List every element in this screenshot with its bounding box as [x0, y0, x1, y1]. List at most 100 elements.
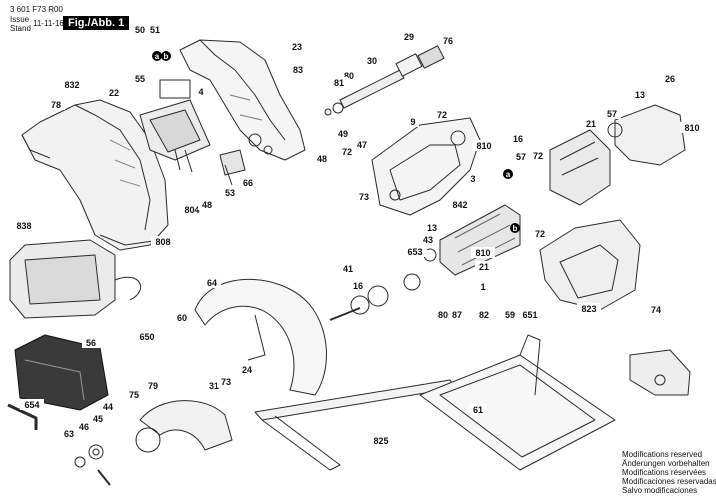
part-callout: 23	[288, 41, 306, 52]
part-callout: 76	[439, 35, 457, 46]
part-callout: 24	[238, 364, 256, 375]
part-callout: 4	[195, 86, 207, 97]
part-callout: 80	[434, 309, 452, 320]
part-callout: 81	[330, 77, 348, 88]
part-number-label: 31	[209, 381, 219, 391]
battery-part	[14, 334, 109, 411]
part-callout: 46	[75, 421, 93, 432]
part-number-label: 63	[64, 429, 74, 439]
part-callout: 45	[89, 413, 107, 424]
part-number-label: 825	[373, 436, 388, 446]
part-number-label: 9	[410, 117, 415, 127]
part-callout: 49	[334, 128, 352, 139]
part-number-label: a	[506, 170, 511, 179]
part-callout: 650	[135, 331, 159, 342]
part-number-label: a	[155, 52, 160, 61]
part-callout: 823	[577, 303, 601, 314]
part-callout: 810	[680, 122, 704, 133]
part-callout: 808	[151, 236, 175, 247]
part-callout: 87	[448, 309, 466, 320]
part-callout: 63	[60, 428, 78, 439]
modifications-line: Salvo modificaciones	[622, 486, 698, 495]
part-callout: a	[152, 51, 162, 61]
bevel-bracket-part	[629, 349, 691, 396]
part-number-label: 57	[516, 152, 526, 162]
part-number-label: 30	[367, 56, 377, 66]
part-callout: 48	[198, 199, 216, 210]
part-callout: 79	[144, 380, 162, 391]
modifications-line: Modificaciones reservadas	[622, 477, 716, 486]
part-callout: b	[161, 51, 171, 61]
part-callout: 31	[205, 380, 223, 391]
charger-part	[9, 239, 142, 319]
part-callout: 74	[647, 304, 665, 315]
part-callout: 64	[203, 277, 221, 288]
part-number-label: 72	[342, 147, 352, 157]
motor-stator-part	[539, 219, 641, 311]
part-number-label: 75	[129, 390, 139, 400]
part-number-label: 46	[79, 422, 89, 432]
part-number-label: 73	[359, 192, 369, 202]
modifications-line: Modifications réservées	[622, 468, 707, 477]
part-number-label: 49	[338, 129, 348, 139]
housing-half-part	[179, 39, 306, 161]
part-callout: 21	[475, 261, 493, 272]
part-number-label: 76	[443, 36, 453, 46]
figure-label: Fig./Abb. 1	[63, 16, 130, 30]
part-number-label: b	[513, 224, 518, 233]
part-number-label: 72	[437, 110, 447, 120]
base-plate-part	[419, 334, 616, 471]
part-callout: 838	[12, 220, 36, 231]
part-callout: 804	[180, 204, 204, 215]
part-callout: 810	[471, 247, 495, 258]
part-callout: 44	[99, 401, 117, 412]
part-number-label: 1	[480, 282, 485, 292]
part-number-label: 29	[404, 32, 414, 42]
switch-small-part	[219, 149, 246, 186]
part-number-label: 60	[177, 313, 187, 323]
lower-blade-guard-part	[135, 400, 233, 453]
part-callout: 26	[661, 73, 679, 84]
part-number-label: 64	[207, 278, 217, 288]
part-number-label: 16	[353, 281, 363, 291]
part-number-label: 44	[103, 402, 113, 412]
part-number-label: 21	[479, 262, 489, 272]
part-callout: 810	[472, 140, 496, 151]
part-number-label: 47	[357, 140, 367, 150]
part-callout: 72	[433, 109, 451, 120]
part-callout: 61	[469, 404, 487, 415]
part-number-label: 651	[522, 310, 537, 320]
modifications-line: Modifications reserved	[622, 450, 703, 459]
part-number-label: 53	[225, 188, 235, 198]
part-number-label: 59	[505, 310, 515, 320]
part-callout: 78	[47, 99, 65, 110]
part-callout: 653	[403, 246, 427, 257]
part-number-label: 654	[24, 400, 39, 410]
spindle-part	[324, 45, 445, 116]
modifications-notice: Modifications reserved Änderungen vorbeh…	[622, 450, 716, 495]
part-callout: 43	[419, 234, 437, 245]
housing-shell-part	[21, 99, 169, 251]
upper-blade-guard-part	[194, 278, 327, 396]
part-number-label: 66	[243, 178, 253, 188]
part-number-label: 56	[86, 338, 96, 348]
part-number-label: 50	[135, 25, 145, 35]
part-number-label: 808	[155, 237, 170, 247]
motor-cap-part	[607, 104, 686, 166]
stand-label: Stand	[10, 24, 31, 33]
part-callout: 22	[105, 87, 123, 98]
part-number-label: 823	[581, 304, 596, 314]
part-number-label: 4	[198, 87, 203, 97]
part-callout: 48	[313, 153, 331, 164]
part-callout: 60	[173, 312, 191, 323]
part-callout: 47	[353, 139, 371, 150]
armature-part	[423, 204, 521, 276]
part-callout: 80	[340, 70, 358, 81]
issue-label: Issue	[10, 15, 30, 24]
part-number-label: 82	[479, 310, 489, 320]
part-callout: 29	[400, 31, 418, 42]
switch-module-part	[139, 79, 211, 173]
part-callout: 82	[475, 309, 493, 320]
part-number-label: 78	[51, 100, 61, 110]
